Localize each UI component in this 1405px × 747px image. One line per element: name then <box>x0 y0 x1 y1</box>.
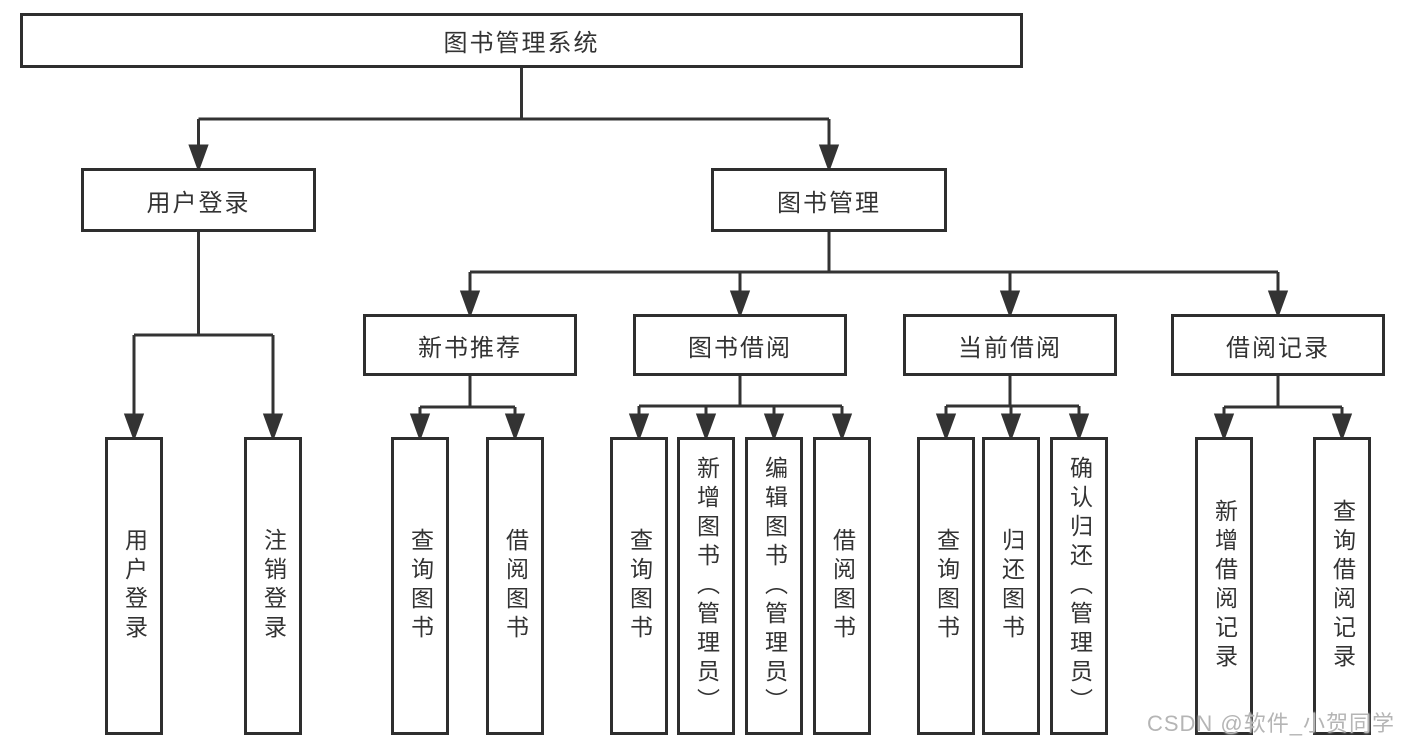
node-root: 图书管理系统 <box>20 13 1023 68</box>
connector-book-mgmt-split <box>459 230 1289 319</box>
leaf-newbooks-borrow-label: 借阅图书 <box>502 528 529 644</box>
connector-current-borrow-split <box>935 374 1090 442</box>
node-current-borrow-label: 当前借阅 <box>958 334 1062 362</box>
connector-book-borrow-split <box>628 374 853 442</box>
leaf-borrow-add-label: 新增图书（管理员） <box>693 455 720 717</box>
leaf-logout-label: 注销登录 <box>260 528 287 644</box>
leaf-borrow-borrow: 借阅图书 <box>813 437 871 735</box>
leaf-current-confirm-label: 确认归还（管理员） <box>1066 455 1093 717</box>
leaf-current-query-label: 查询图书 <box>933 528 960 644</box>
leaf-records-add-label: 新增借阅记录 <box>1211 499 1238 673</box>
node-new-books-label: 新书推荐 <box>418 334 522 362</box>
leaf-borrow-edit-label: 编辑图书（管理员） <box>761 455 788 717</box>
leaf-newbooks-query: 查询图书 <box>391 437 449 735</box>
node-current-borrow: 当前借阅 <box>903 314 1117 376</box>
node-borrow-records-label: 借阅记录 <box>1226 334 1330 362</box>
node-book-borrow: 图书借阅 <box>633 314 847 376</box>
node-user-login-label: 用户登录 <box>146 189 251 217</box>
connector-root-split <box>188 66 840 173</box>
leaf-borrow-add: 新增图书（管理员） <box>677 437 735 735</box>
leaf-current-return: 归还图书 <box>982 437 1040 735</box>
leaf-records-add: 新增借阅记录 <box>1195 437 1253 735</box>
leaf-user-login-label: 用户登录 <box>121 528 148 644</box>
connector-borrow-records-split <box>1213 374 1353 442</box>
leaf-current-confirm: 确认归还（管理员） <box>1050 437 1108 735</box>
node-new-books: 新书推荐 <box>363 314 577 376</box>
leaf-user-login: 用户登录 <box>105 437 163 735</box>
leaf-records-query: 查询借阅记录 <box>1313 437 1371 735</box>
leaf-current-query: 查询图书 <box>917 437 975 735</box>
csdn-watermark: CSDN @软件_小贺同学 <box>1146 711 1395 736</box>
node-book-mgmt: 图书管理 <box>711 168 947 232</box>
leaf-borrow-query: 查询图书 <box>610 437 668 735</box>
leaf-borrow-edit: 编辑图书（管理员） <box>745 437 803 735</box>
connector-user-login-split <box>123 230 284 442</box>
leaf-newbooks-query-label: 查询图书 <box>407 528 434 644</box>
leaf-borrow-query-label: 查询图书 <box>626 528 653 644</box>
node-book-borrow-label: 图书借阅 <box>688 334 792 362</box>
leaf-newbooks-borrow: 借阅图书 <box>486 437 544 735</box>
leaf-logout: 注销登录 <box>244 437 302 735</box>
leaf-records-query-label: 查询借阅记录 <box>1329 499 1356 673</box>
node-root-label: 图书管理系统 <box>443 30 600 57</box>
leaf-current-return-label: 归还图书 <box>998 528 1025 644</box>
node-book-mgmt-label: 图书管理 <box>777 189 881 217</box>
connector-new-books-split <box>409 374 526 442</box>
node-borrow-records: 借阅记录 <box>1171 314 1385 376</box>
leaf-borrow-borrow-label: 借阅图书 <box>829 528 856 644</box>
node-user-login: 用户登录 <box>81 168 316 232</box>
